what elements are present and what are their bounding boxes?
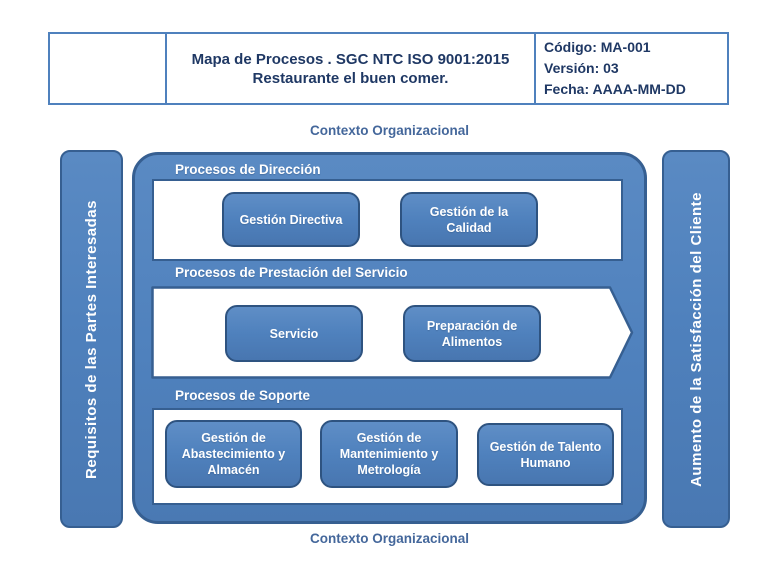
- process-box-talento-humano: Gestión de Talento Humano: [477, 423, 614, 486]
- header-table: Mapa de Procesos . SGC NTC ISO 9001:2015…: [48, 32, 729, 105]
- section-label-soporte: Procesos de Soporte: [175, 388, 311, 403]
- context-label-bottom: Contexto Organizacional: [309, 531, 470, 546]
- process-box-gestion-calidad: Gestión de la Calidad: [400, 192, 538, 247]
- process-box-preparacion-alimentos: Preparación de Alimentos: [403, 305, 541, 362]
- document-title-line2: Restaurante el buen comer.: [252, 69, 449, 87]
- process-box-servicio: Servicio: [225, 305, 363, 362]
- service-arrow-shape: [151, 286, 634, 379]
- document-date: Fecha: AAAA-MM-DD: [544, 81, 686, 97]
- document-title-line1: Mapa de Procesos . SGC NTC ISO 9001:2015: [191, 50, 510, 68]
- process-box-abastecimiento-almacen: Gestión de Abastecimiento y Almacén: [165, 420, 302, 488]
- document-title-cell: Mapa de Procesos . SGC NTC ISO 9001:2015…: [167, 34, 536, 103]
- document-version: Versión: 03: [544, 60, 619, 76]
- section-label-prestacion: Procesos de Prestación del Servicio: [175, 265, 408, 280]
- section-label-direccion: Procesos de Dirección: [175, 162, 321, 177]
- satisfaction-bar-label: Aumento de la Satisfacción del Cliente: [687, 191, 705, 487]
- requirements-bar: Requisitos de las Partes Interesadas: [60, 150, 123, 528]
- logo-cell: [50, 34, 167, 103]
- satisfaction-bar: Aumento de la Satisfacción del Cliente: [662, 150, 730, 528]
- document-code: Código: MA-001: [544, 39, 651, 55]
- process-box-gestion-directiva: Gestión Directiva: [222, 192, 360, 247]
- context-label-top: Contexto Organizacional: [309, 123, 470, 138]
- document-meta-cell: Código: MA-001 Versión: 03 Fecha: AAAA-M…: [536, 34, 727, 103]
- process-box-mantenimiento-metrologia: Gestión de Mantenimiento y Metrología: [320, 420, 458, 488]
- requirements-bar-label: Requisitos de las Partes Interesadas: [83, 199, 100, 479]
